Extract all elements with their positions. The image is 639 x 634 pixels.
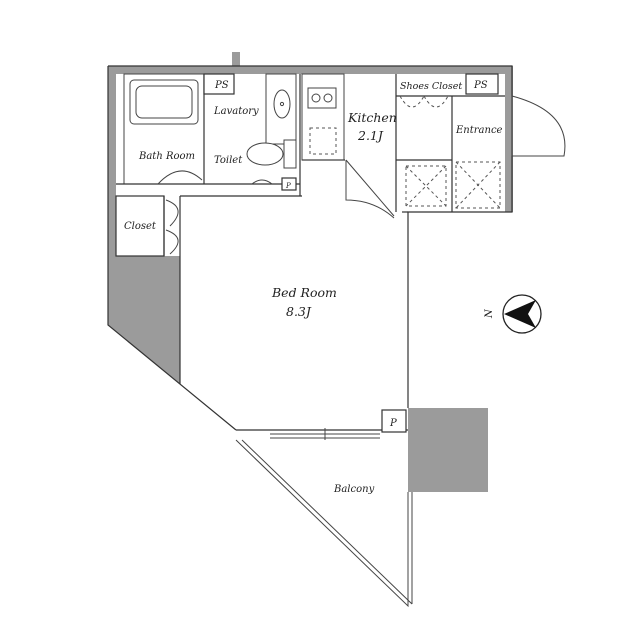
- compass-arrow-icon: [504, 300, 536, 328]
- ps-label-left: PS: [214, 80, 229, 91]
- ps-label-right: PS: [473, 80, 488, 91]
- label-balcony: Balcony: [333, 484, 375, 495]
- label-toilet: Toilet: [214, 155, 243, 166]
- label-lavatory: Lavatory: [213, 106, 259, 117]
- p-label-toilet: P: [285, 182, 291, 190]
- label-kitchen-size: 2.1J: [357, 128, 384, 143]
- label-shoes-closet: Shoes Closet: [400, 81, 462, 92]
- compass: [502, 294, 542, 334]
- bathtub: [129, 79, 203, 185]
- ps-box-right: [465, 73, 499, 95]
- label-entrance: Entrance: [455, 125, 503, 136]
- kitchen-counter: [301, 73, 345, 161]
- label-bed-room: Bed Room: [271, 285, 337, 300]
- label-kitchen: Kitchen: [347, 110, 397, 125]
- entrance-floor: [405, 161, 501, 209]
- p-box-bottom: [381, 409, 407, 433]
- balcony-outline: [235, 439, 413, 608]
- p-label-bottom: P: [389, 418, 397, 429]
- compass-letter: N: [484, 308, 495, 319]
- closet-doors: [165, 199, 179, 255]
- ps-box-left: [203, 73, 235, 95]
- label-bed-room-size: 8.3J: [286, 304, 312, 319]
- shoes-closet-doors: [399, 95, 449, 108]
- structural-walls: [108, 52, 513, 492]
- label-closet: Closet: [124, 221, 157, 232]
- label-bath-room: Bath Room: [138, 151, 195, 162]
- p-box-toilet: [281, 177, 297, 191]
- bedroom-door: [345, 159, 395, 219]
- entrance-door: [511, 95, 566, 157]
- sink: [265, 73, 297, 145]
